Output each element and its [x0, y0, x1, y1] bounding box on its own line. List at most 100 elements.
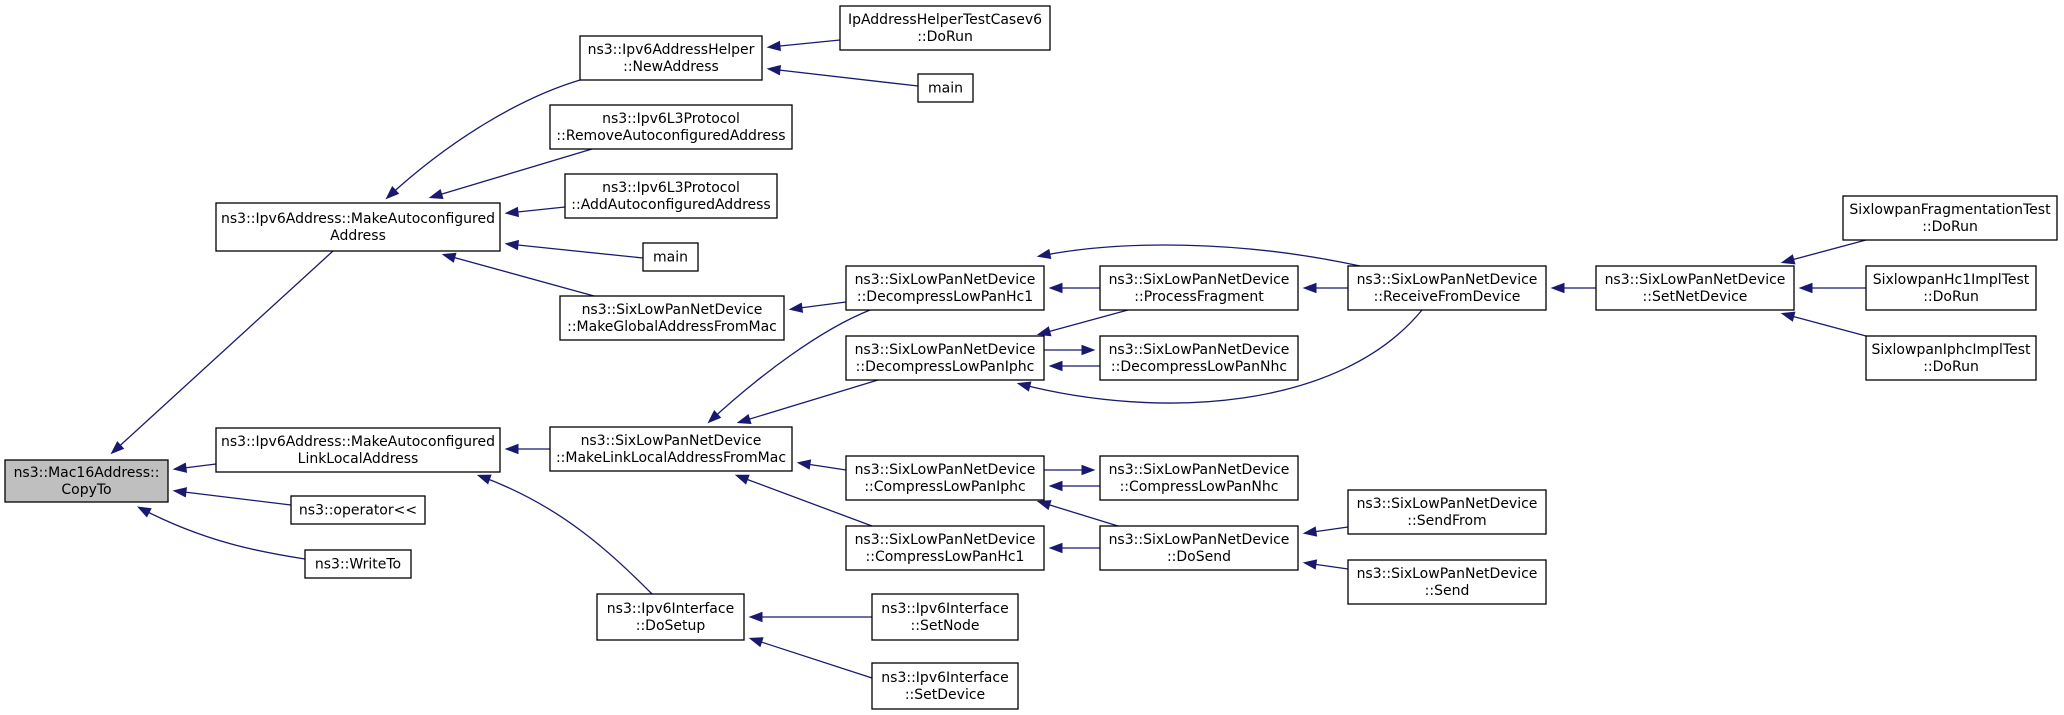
arrow-head-icon: [1302, 559, 1318, 570]
node-box[interactable]: [215, 202, 501, 252]
node-writeto[interactable]: ns3::WriteTo: [304, 549, 412, 579]
node-box[interactable]: [579, 35, 763, 81]
node-label-line: main: [653, 250, 688, 266]
node-operator-ll[interactable]: ns3::operator<<: [290, 495, 426, 525]
node-ipv6l3-add[interactable]: ns3::Ipv6L3Protocol::AddAutoconfiguredAd…: [564, 173, 778, 219]
node-box[interactable]: [1865, 335, 2037, 381]
node-sl-hc1test[interactable]: SixlowpanHc1ImplTest::DoRun: [1865, 265, 2037, 311]
node-main-top[interactable]: main: [917, 73, 974, 103]
edge-slpnd-comp-hc1-to-slpnd-makelinklocal: [734, 474, 873, 527]
node-label-line: ns3::SixLowPanNetDevice: [1109, 462, 1290, 478]
node-box[interactable]: [1865, 265, 2037, 311]
node-ipv6l3-remove[interactable]: ns3::Ipv6L3Protocol::RemoveAutoconfigure…: [549, 104, 793, 150]
node-ipv6helper-newaddr[interactable]: ns3::Ipv6AddressHelper::NewAddress: [579, 35, 763, 81]
node-box[interactable]: [1099, 525, 1299, 571]
node-box[interactable]: [1347, 265, 1547, 311]
node-label-line: ns3::SixLowPanNetDevice: [855, 462, 1036, 478]
node-box[interactable]: [1099, 455, 1299, 501]
node-slpnd-makelinklocal[interactable]: ns3::SixLowPanNetDevice::MakeLinkLocalAd…: [549, 426, 793, 472]
node-box[interactable]: [871, 593, 1019, 641]
arrow-head-icon: [1048, 282, 1063, 294]
node-box[interactable]: [304, 549, 412, 579]
node-box[interactable]: [549, 426, 793, 472]
node-box[interactable]: [839, 5, 1051, 51]
node-slpnd-send[interactable]: ns3::SixLowPanNetDevice::Send: [1347, 559, 1547, 605]
node-box[interactable]: [290, 495, 426, 525]
node-box[interactable]: [1347, 489, 1547, 535]
node-box[interactable]: [845, 265, 1045, 311]
node-sl-iphctest[interactable]: SixlowpanIphcImplTest::DoRun: [1865, 335, 2037, 381]
node-label-line: ::CompressLowPanNhc: [1120, 479, 1279, 495]
node-label-line: ns3::SixLowPanNetDevice: [855, 342, 1036, 358]
node-slpnd-decomp-iphc[interactable]: ns3::SixLowPanNetDevice::DecompressLowPa…: [845, 335, 1045, 381]
node-ipv6iface-setnode[interactable]: ns3::Ipv6Interface::SetNode: [871, 593, 1019, 641]
node-slpnd-setnetdevice[interactable]: ns3::SixLowPanNetDevice::SetNetDevice: [1595, 265, 1795, 311]
edge-slpnd-dosend-to-slpnd-comp-hc1: [1048, 542, 1100, 554]
arrow-head-icon: [110, 441, 125, 455]
edge-slpnd-sendfrom-to-slpnd-dosend: [1302, 526, 1349, 537]
arrow-head-icon: [1048, 360, 1063, 372]
node-slpnd-comp-iphc[interactable]: ns3::SixLowPanNetDevice::CompressLowPanI…: [845, 455, 1045, 501]
node-box[interactable]: [1347, 559, 1547, 605]
node-label-line: ::DecompressLowPanHc1: [857, 289, 1033, 305]
node-label-line: ns3::Ipv6L3Protocol: [602, 180, 740, 196]
edge-line: [1039, 244, 1361, 267]
node-slpnd-decomp-nhc[interactable]: ns3::SixLowPanNetDevice::DecompressLowPa…: [1099, 335, 1299, 381]
node-box[interactable]: [845, 525, 1045, 571]
edge-slpnd-dosend-to-slpnd-comp-iphc: [1036, 500, 1119, 527]
arrow-head-icon: [1550, 282, 1565, 294]
node-ipv6iface-setdevice[interactable]: ns3::Ipv6Interface::SetDevice: [871, 662, 1019, 710]
node-ipv6addr-makeauto[interactable]: ns3::Ipv6Address::MakeAutoconfiguredAddr…: [215, 202, 501, 252]
node-slpnd-decomp-hc1[interactable]: ns3::SixLowPanNetDevice::DecompressLowPa…: [845, 265, 1045, 311]
node-slpnd-comp-nhc[interactable]: ns3::SixLowPanNetDevice::CompressLowPanN…: [1099, 455, 1299, 501]
node-ipv6iface-dosetup[interactable]: ns3::Ipv6Interface::DoSetup: [596, 593, 745, 641]
node-box[interactable]: [1842, 195, 2058, 241]
node-box[interactable]: [917, 73, 974, 103]
node-box[interactable]: [642, 242, 699, 272]
arrow-head-icon: [136, 506, 152, 518]
node-label-line: ns3::SixLowPanNetDevice: [1109, 272, 1290, 288]
node-label-line: ::SendFrom: [1407, 513, 1486, 529]
node-box[interactable]: [1595, 265, 1795, 311]
node-slpnd-dosend[interactable]: ns3::SixLowPanNetDevice::DoSend: [1099, 525, 1299, 571]
node-box[interactable]: [549, 104, 793, 150]
node-iphelper-testcase[interactable]: IpAddressHelperTestCasev6::DoRun: [839, 5, 1051, 51]
node-label-line: ::DecompressLowPanNhc: [1111, 359, 1287, 375]
node-ipv6addr-makeauto-ll[interactable]: ns3::Ipv6Address::MakeAutoconfiguredLink…: [215, 427, 501, 473]
edge-slpnd-comp-iphc-to-slpnd-makelinklocal: [796, 459, 847, 471]
node-box[interactable]: [4, 459, 169, 503]
node-slpnd-sendfrom[interactable]: ns3::SixLowPanNetDevice::SendFrom: [1347, 489, 1547, 535]
arrow-head-icon: [1036, 326, 1052, 337]
node-box[interactable]: [559, 295, 785, 341]
node-box[interactable]: [215, 427, 501, 473]
node-label-line: IpAddressHelperTestCasev6: [848, 12, 1042, 28]
node-box[interactable]: [596, 593, 745, 641]
node-label-line: ns3::SixLowPanNetDevice: [1357, 272, 1538, 288]
node-box[interactable]: [845, 335, 1045, 381]
arrow-head-icon: [788, 302, 804, 313]
node-label-line: ns3::SixLowPanNetDevice: [1605, 272, 1786, 288]
node-label-line: SixlowpanFragmentationTest: [1849, 202, 2051, 218]
node-slpnd-makeglobal[interactable]: ns3::SixLowPanNetDevice::MakeGlobalAddre…: [559, 295, 785, 341]
node-box[interactable]: [871, 662, 1019, 710]
node-box[interactable]: [845, 455, 1045, 501]
node-box[interactable]: [1099, 265, 1299, 311]
edge-main-mid-to-ipv6addr-makeauto: [504, 239, 644, 259]
edge-line: [507, 243, 644, 259]
node-label-line: ::DoRun: [1922, 219, 1978, 235]
node-slpnd-receive[interactable]: ns3::SixLowPanNetDevice::ReceiveFromDevi…: [1347, 265, 1547, 311]
node-slpnd-comp-hc1[interactable]: ns3::SixLowPanNetDevice::CompressLowPanH…: [845, 525, 1045, 571]
edge-iphelper-testcase-to-ipv6helper-newaddr: [766, 39, 841, 52]
edge-ipv6addr-makeauto-to-mac16-copyto: [110, 250, 334, 455]
node-slpnd-processfrag[interactable]: ns3::SixLowPanNetDevice::ProcessFragment: [1099, 265, 1299, 311]
node-box[interactable]: [1099, 335, 1299, 381]
node-sl-fragtest[interactable]: SixlowpanFragmentationTest::DoRun: [1842, 195, 2058, 241]
edge-operator-ll-to-mac16-copyto: [172, 487, 292, 506]
node-mac16-copyto[interactable]: ns3::Mac16Address::CopyTo: [4, 459, 169, 503]
edge-ipv6iface-setdevice-to-ipv6iface-dosetup: [748, 637, 873, 679]
arrow-head-icon: [1016, 381, 1032, 392]
node-label-line: ns3::Ipv6Interface: [881, 601, 1008, 617]
node-box[interactable]: [564, 173, 778, 219]
node-main-mid[interactable]: main: [642, 242, 699, 272]
